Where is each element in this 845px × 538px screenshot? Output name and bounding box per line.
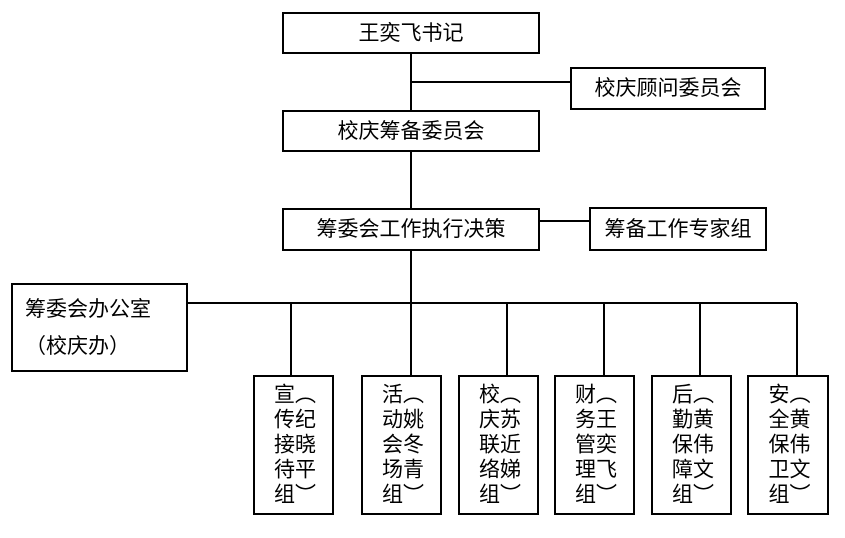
- group-leader: （苏近娣）: [497, 382, 522, 508]
- group-name: 安全保卫组: [766, 382, 790, 508]
- secretary-label: 王奕飞书记: [358, 20, 464, 45]
- group-security-box: 安全保卫组 （黄伟文）: [747, 375, 829, 515]
- preparatory-committee-box: 校庆筹备委员会: [282, 110, 540, 152]
- secretary-box: 王奕飞书记: [282, 12, 540, 54]
- group-name: 校庆联络组: [476, 382, 501, 508]
- group-leader: （黄伟文）: [787, 382, 811, 508]
- group-leader: （王奕飞）: [593, 382, 618, 508]
- executive-decision-label: 筹委会工作执行决策: [316, 217, 506, 241]
- expert-group-box: 筹备工作专家组: [589, 207, 767, 251]
- office-box: 筹委会办公室 （校庆办）: [11, 283, 188, 372]
- group-logistics-box: 后勤保障组 （黄伟文）: [651, 375, 732, 515]
- advisory-committee-label: 校庆顾问委员会: [594, 76, 742, 100]
- group-finance-box: 财务管理组 （王奕飞）: [554, 375, 635, 515]
- group-leader: （黄伟文）: [690, 382, 715, 508]
- group-liaison-box: 校庆联络组 （苏近娣）: [458, 375, 539, 515]
- group-name: 宣传接待组: [271, 382, 296, 508]
- advisory-committee-box: 校庆顾问委员会: [570, 67, 766, 110]
- group-leader: （姚冬青）: [400, 382, 425, 508]
- group-venue-box: 活动会场组 （姚冬青）: [361, 375, 442, 515]
- office-sublabel: （校庆办）: [25, 333, 130, 358]
- office-label: 筹委会办公室: [25, 296, 151, 321]
- group-name: 活动会场组: [379, 382, 404, 508]
- group-publicity-box: 宣传接待组 （纪晓平）: [253, 375, 334, 515]
- expert-group-label: 筹备工作专家组: [604, 216, 752, 241]
- group-leader: （纪晓平）: [292, 382, 317, 508]
- group-name: 后勤保障组: [669, 382, 694, 508]
- preparatory-committee-label: 校庆筹备委员会: [337, 118, 485, 143]
- group-name: 财务管理组: [572, 382, 597, 508]
- executive-decision-box: 筹委会工作执行决策: [282, 208, 540, 251]
